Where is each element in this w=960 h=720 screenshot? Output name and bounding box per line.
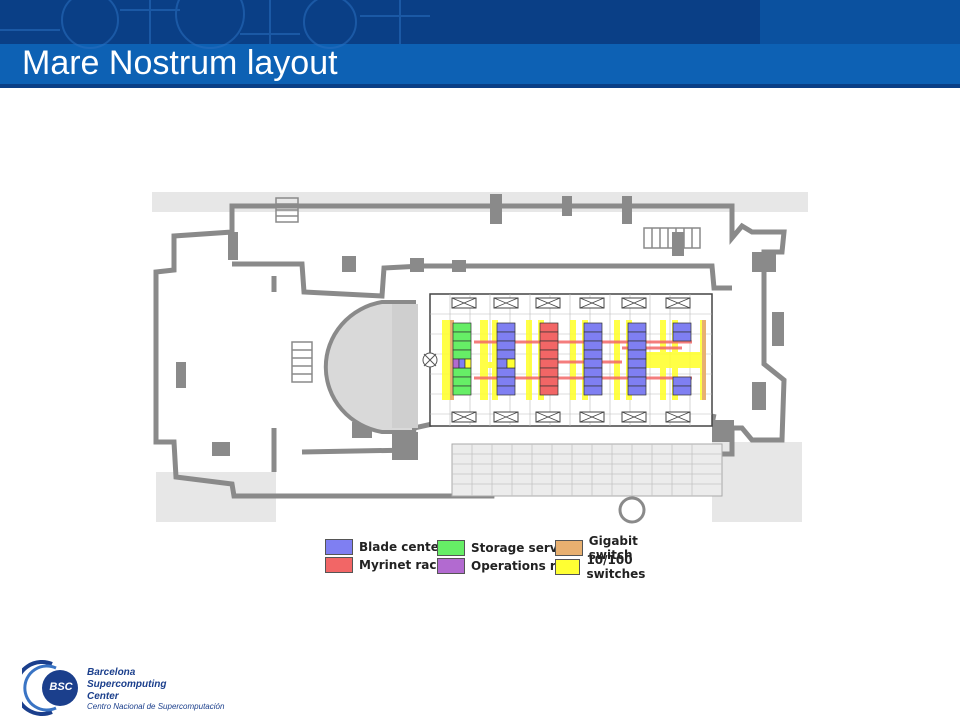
legend-item-gigabit-switch: Gigabit switch (555, 534, 685, 562)
legend-label: Gigabit switch (588, 534, 638, 562)
page-title: Mare Nostrum layout (22, 44, 338, 82)
legend-item-10-100-switches: 10/100 switches (555, 553, 685, 581)
legend-swatch (555, 540, 583, 556)
header-bottom-line (0, 84, 960, 88)
legend-label: Operations rack (471, 559, 580, 573)
floor-plan (152, 192, 808, 524)
slide-header: Mare Nostrum layout (0, 0, 960, 88)
legend: Blade centers Storage servers Gigabit sw… (325, 534, 685, 581)
header-circuit-decoration (0, 0, 960, 49)
legend-label: Blade centers (359, 540, 452, 554)
bsc-logo-icon (22, 660, 78, 716)
legend-swatch (325, 539, 353, 555)
org-line: Barcelona (87, 667, 136, 678)
bsc-org-name: Barcelona Supercomputing Center (87, 667, 166, 703)
bsc-subtitle: Centro Nacional de Supercomputación (87, 702, 225, 711)
legend-label: Myrinet racks (359, 558, 452, 572)
legend-label: Storage servers (471, 541, 579, 555)
bsc-logo: BSC Barcelona Supercomputing Center Cent… (22, 660, 282, 716)
legend-swatch (555, 559, 581, 575)
org-line: Supercomputing (87, 679, 167, 690)
legend-swatch (437, 558, 465, 574)
legend-item-storage-servers: Storage servers (437, 539, 579, 557)
org-line: Center (87, 691, 119, 702)
legend-swatch (325, 557, 353, 573)
legend-item-myrinet-racks: Myrinet racks (325, 556, 452, 574)
bsc-badge-text: BSC (49, 681, 73, 693)
legend-swatch (437, 540, 465, 556)
legend-label: 10/100 switches (586, 553, 646, 581)
legend-item-blade-centers: Blade centers (325, 538, 452, 556)
legend-item-operations-rack: Operations rack (437, 557, 579, 575)
header-main-band (0, 44, 960, 84)
